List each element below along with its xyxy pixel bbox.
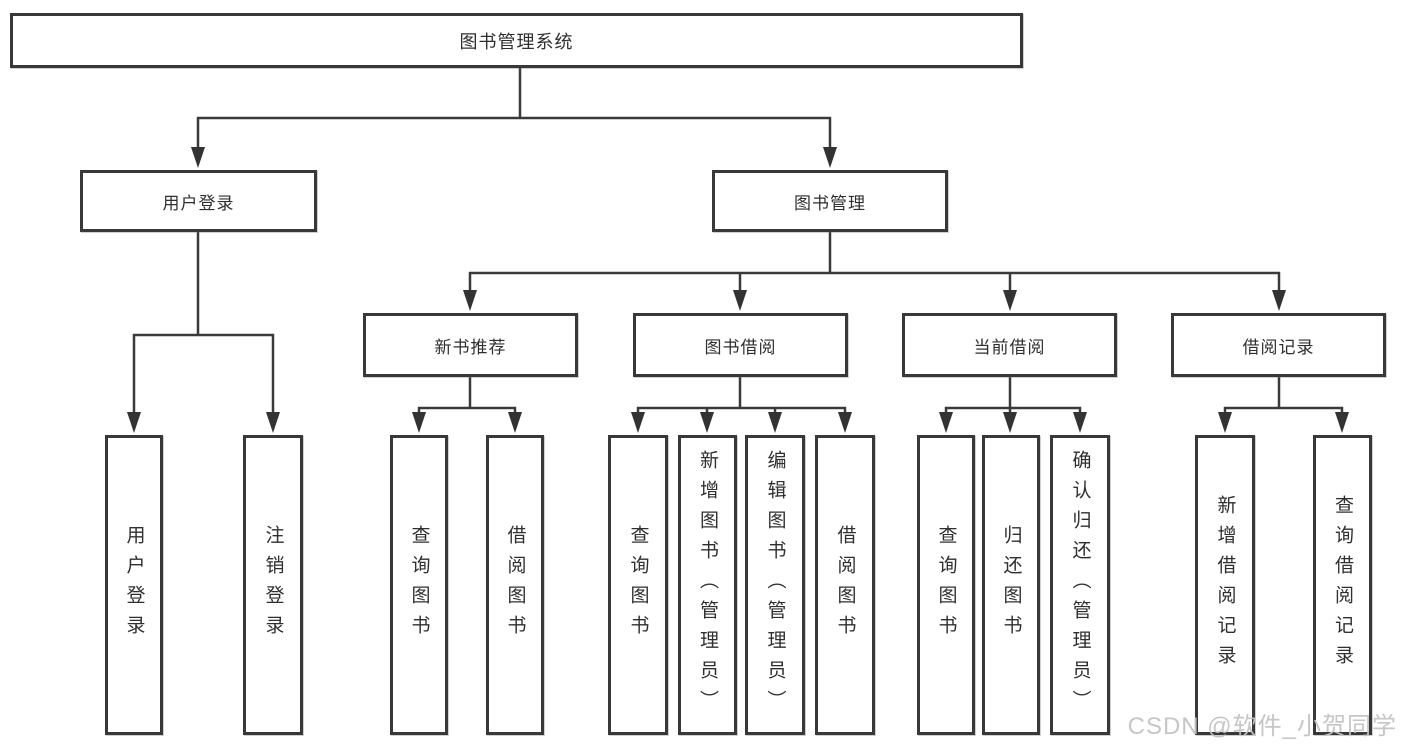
leaf-logout: 注销登录 (243, 435, 303, 735)
node-borrowing-records-label: 借阅记录 (1242, 337, 1315, 357)
node-new-book-recommend: 新书推荐 (363, 313, 578, 377)
leaf-user-login-label: 用户登录 (123, 525, 145, 645)
leaf-return-books: 归还图书 (982, 435, 1040, 735)
leaf-query-borrow-record: 查询借阅记录 (1313, 435, 1372, 735)
node-user-login-branch-label: 用户登录 (162, 193, 235, 213)
node-new-book-recommend-label: 新书推荐 (434, 337, 507, 357)
connector-new-book-recommend (412, 375, 522, 433)
leaf-edit-books-admin-label: 编辑图书（管理员） (764, 450, 786, 720)
connector-root-to-level2 (191, 66, 837, 168)
leaf-current-query-books: 查询图书 (917, 435, 975, 735)
node-book-management-branch: 图书管理 (712, 170, 948, 232)
leaf-borrowing-borrow-books-label: 借阅图书 (834, 525, 856, 645)
leaf-add-borrow-record: 新增借阅记录 (1195, 435, 1255, 735)
node-current-borrowing-label: 当前借阅 (973, 337, 1046, 357)
leaf-return-books-label: 归还图书 (1000, 525, 1022, 645)
node-borrowing-records: 借阅记录 (1171, 313, 1386, 377)
node-book-borrowing: 图书借阅 (633, 313, 848, 377)
leaf-user-login: 用户登录 (105, 435, 163, 735)
leaf-borrowing-query-books-label: 查询图书 (627, 525, 649, 645)
csdn-watermark: CSDN @软件_小贺同学 (1127, 713, 1397, 740)
leaf-add-borrow-record-label: 新增借阅记录 (1214, 495, 1236, 675)
leaf-borrowing-borrow-books: 借阅图书 (815, 435, 875, 735)
leaf-confirm-return-admin-label: 确认归还（管理员） (1069, 450, 1091, 720)
leaf-edit-books-admin: 编辑图书（管理员） (745, 435, 805, 735)
node-book-borrowing-label: 图书借阅 (704, 337, 777, 357)
connector-user-login-branch (127, 230, 280, 433)
leaf-logout-label: 注销登录 (262, 525, 284, 645)
node-book-management-branch-label: 图书管理 (794, 193, 866, 213)
leaf-recommend-query-books: 查询图书 (390, 435, 448, 735)
leaf-recommend-query-books-label: 查询图书 (408, 525, 430, 645)
connector-current-borrowing (939, 375, 1087, 433)
node-root-label: 图书管理系统 (459, 31, 574, 52)
leaf-current-query-books-label: 查询图书 (935, 525, 957, 645)
connector-book-management-branch (463, 230, 1286, 311)
connector-borrowing-records (1218, 375, 1349, 433)
leaf-confirm-return-admin: 确认归还（管理员） (1050, 435, 1110, 735)
leaf-add-books-admin-label: 新增图书（管理员） (697, 450, 718, 720)
leaf-borrowing-query-books: 查询图书 (608, 435, 668, 735)
leaf-query-borrow-record-label: 查询借阅记录 (1332, 495, 1353, 675)
node-current-borrowing: 当前借阅 (902, 313, 1117, 377)
leaf-recommend-borrow-books: 借阅图书 (486, 435, 544, 735)
connector-book-borrowing (631, 375, 852, 433)
leaf-recommend-borrow-books-label: 借阅图书 (504, 525, 526, 645)
node-user-login-branch: 用户登录 (80, 170, 317, 232)
leaf-add-books-admin: 新增图书（管理员） (678, 435, 737, 735)
node-root-system: 图书管理系统 (10, 13, 1023, 68)
